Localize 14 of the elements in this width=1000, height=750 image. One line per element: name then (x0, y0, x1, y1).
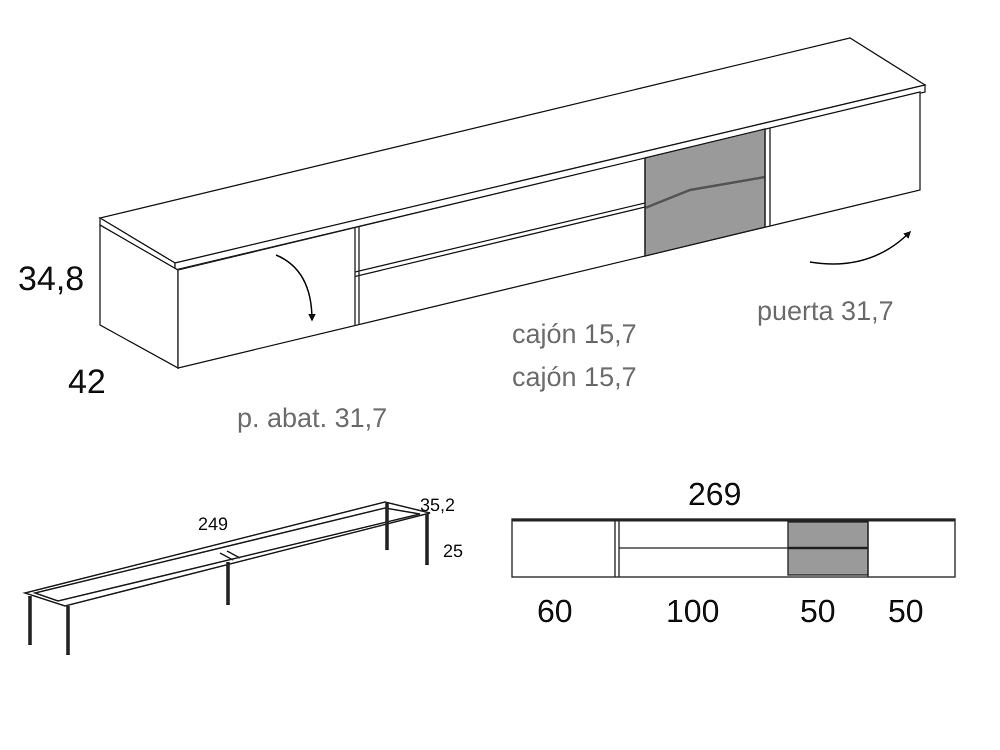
dimension-label: 42 (68, 365, 106, 399)
dimension-label: 50 (888, 595, 924, 627)
component-note: puerta 31,7 (757, 298, 894, 325)
component-note: p. abat. 31,7 (237, 405, 388, 432)
dimension-label: 25 (443, 542, 464, 560)
dimension-label: 34,8 (18, 262, 84, 296)
dimension-label: 50 (800, 595, 836, 627)
dimension-label: 249 (198, 515, 228, 533)
dimension-label: 100 (666, 595, 720, 627)
dimension-label: 35,2 (420, 496, 456, 514)
component-note: cajón 15,7 (512, 364, 637, 391)
dimension-label: 269 (688, 478, 742, 510)
component-note: cajón 15,7 (512, 321, 637, 348)
dimension-label: 60 (537, 595, 573, 627)
